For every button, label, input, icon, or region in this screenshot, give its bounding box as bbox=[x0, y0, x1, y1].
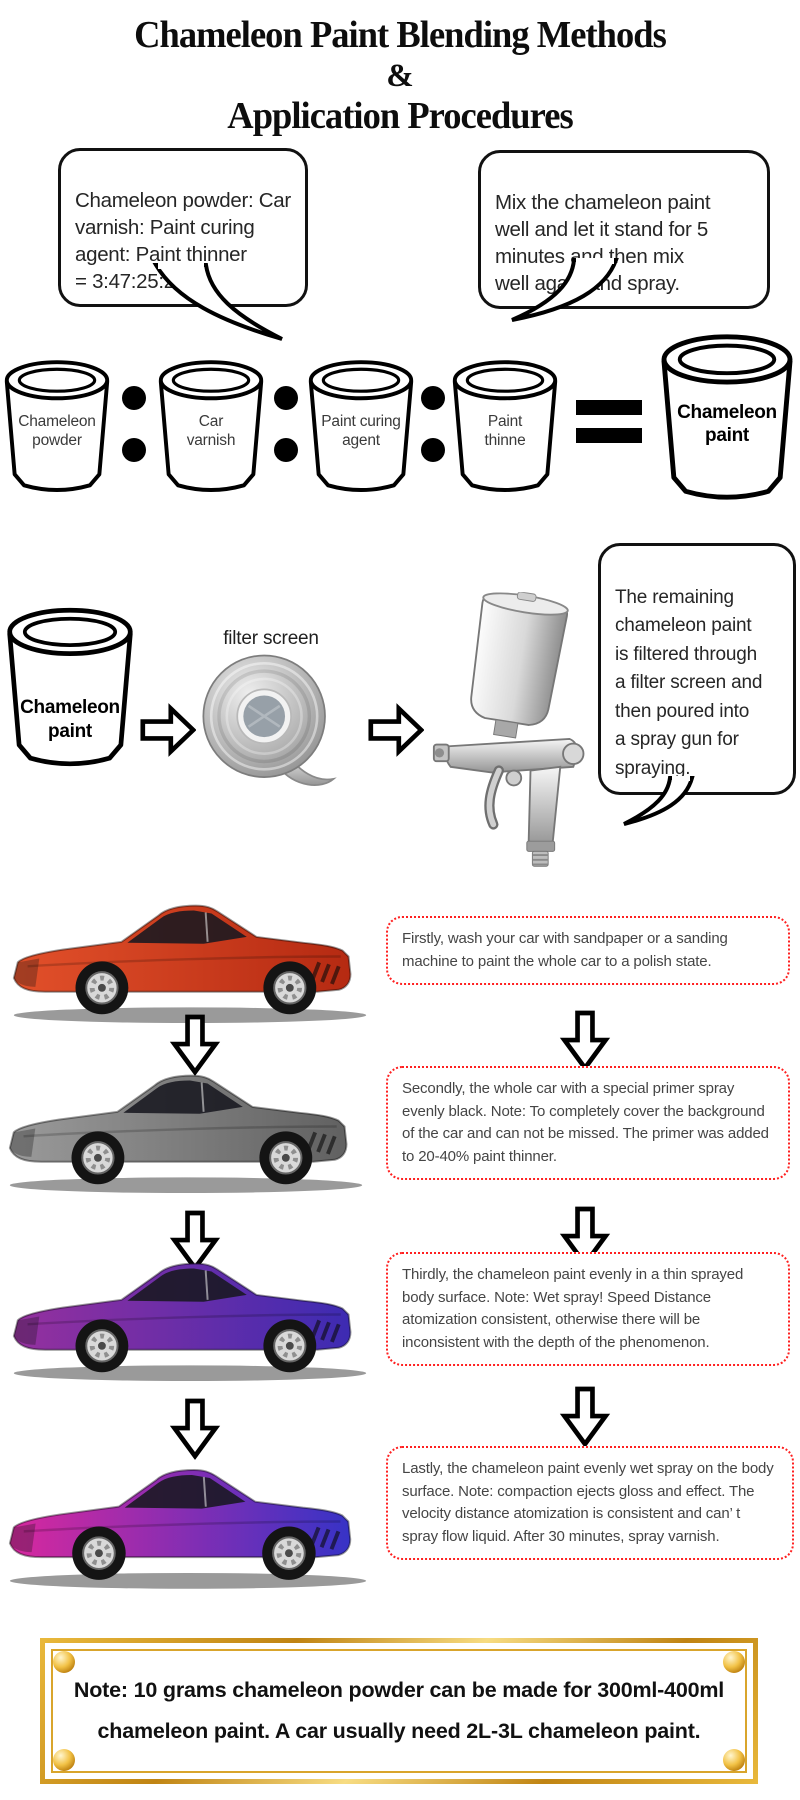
can-label: Chameleon powder bbox=[18, 412, 96, 449]
step-2-text: Secondly, the whole car with a special p… bbox=[402, 1080, 769, 1165]
car-step-2-image bbox=[0, 1058, 372, 1195]
chameleon-paint-bucket: Chameleon paint bbox=[4, 598, 136, 777]
title-line-1: Chameleon Paint Blending Methods bbox=[134, 14, 667, 56]
filter-speech-bubble: The remaining chameleon paint is filtere… bbox=[598, 543, 796, 795]
filter-speech-text: The remaining chameleon paint is filtere… bbox=[615, 586, 763, 779]
speech-bubble-tail bbox=[511, 258, 619, 322]
gold-rivet-icon bbox=[53, 1749, 75, 1771]
title-line-2: Application Procedures bbox=[227, 94, 573, 137]
car-step-4-image bbox=[0, 1452, 376, 1591]
can-label: Car varnish bbox=[186, 412, 236, 449]
spray-gun-image bbox=[432, 592, 590, 871]
note-frame-inner: Note: 10 grams chameleon powder can be m… bbox=[51, 1649, 747, 1773]
step-4-text: Lastly, the chameleon paint evenly wet s… bbox=[402, 1460, 774, 1545]
step-4-note: Lastly, the chameleon paint evenly wet s… bbox=[386, 1446, 794, 1560]
ratio-colon bbox=[418, 386, 448, 462]
can-label: Paint thinne bbox=[484, 412, 526, 449]
car-step-3-image bbox=[4, 1246, 376, 1383]
down-arrow-icon bbox=[557, 1010, 613, 1072]
colon-dot bbox=[122, 438, 146, 462]
colon-dot bbox=[274, 386, 298, 410]
ratio-speech-bubble: Chameleon powder: Car varnish: Paint cur… bbox=[58, 148, 308, 308]
title-ampersand: & bbox=[386, 57, 414, 94]
can-chameleon-powder: Chameleon powder bbox=[2, 352, 112, 501]
equals-bar bbox=[576, 400, 642, 415]
paint-bucket-icon bbox=[4, 598, 136, 777]
right-arrow-icon bbox=[138, 702, 198, 758]
speech-bubble-tail bbox=[152, 263, 283, 341]
note-frame-mid: Note: 10 grams chameleon powder can be m… bbox=[45, 1643, 753, 1779]
ratio-colon bbox=[119, 386, 149, 462]
gold-rivet-icon bbox=[723, 1651, 745, 1673]
step-3-text: Thirdly, the chameleon paint evenly in a… bbox=[402, 1266, 744, 1351]
bucket-label: Chameleon paint bbox=[20, 697, 120, 743]
bucket-label: Chameleon paint bbox=[677, 401, 777, 447]
colon-dot bbox=[274, 438, 298, 462]
ratio-speech-text: Chameleon powder: Car varnish: Paint cur… bbox=[75, 189, 291, 294]
colon-dot bbox=[122, 386, 146, 410]
mix-speech-bubble: Mix the chameleon paint well and let it … bbox=[478, 150, 770, 310]
gold-rivet-icon bbox=[53, 1651, 75, 1673]
step-3-note: Thirdly, the chameleon paint evenly in a… bbox=[386, 1252, 790, 1366]
result-paint-bucket: Chameleon paint bbox=[658, 324, 796, 511]
speech-bubble-tail bbox=[623, 776, 695, 826]
right-arrow-icon bbox=[366, 702, 426, 758]
can-paint-thinner: Paint thinne bbox=[450, 352, 560, 501]
equals-bar bbox=[576, 428, 642, 443]
step-1-text: Firstly, wash your car with sandpaper or… bbox=[402, 930, 728, 970]
equals-sign bbox=[576, 400, 642, 443]
filter-screen-image bbox=[198, 652, 346, 791]
gold-rivet-icon bbox=[723, 1749, 745, 1771]
step-2-note: Secondly, the whole car with a special p… bbox=[386, 1066, 790, 1180]
down-arrow-icon bbox=[557, 1386, 613, 1448]
note-frame: Note: 10 grams chameleon powder can be m… bbox=[40, 1638, 758, 1784]
step-1-note: Firstly, wash your car with sandpaper or… bbox=[386, 916, 790, 985]
can-label: Paint curing agent bbox=[321, 412, 401, 449]
ratio-colon bbox=[271, 386, 301, 462]
note-text: Note: 10 grams chameleon powder can be m… bbox=[73, 1678, 725, 1743]
colon-dot bbox=[421, 386, 445, 410]
can-car-varnish: Car varnish bbox=[156, 352, 266, 501]
down-arrow-icon bbox=[167, 1398, 223, 1460]
colon-dot bbox=[421, 438, 445, 462]
filter-screen-label: filter screen bbox=[223, 628, 319, 649]
can-paint-curing-agent: Paint curing agent bbox=[306, 352, 416, 501]
page-title: Chameleon Paint Blending Methods & Appli… bbox=[0, 14, 800, 138]
car-step-1-image bbox=[4, 888, 376, 1025]
